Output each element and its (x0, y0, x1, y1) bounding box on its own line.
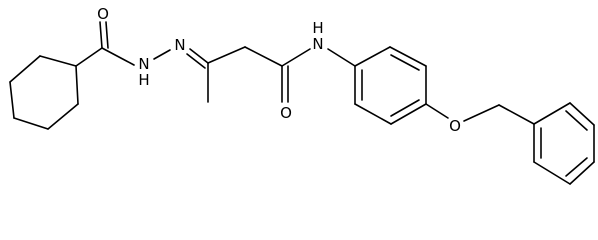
double-bond (105, 21, 109, 49)
atom-label-o: O (449, 117, 461, 135)
aromatic-inner-bond (565, 157, 588, 177)
bond (327, 48, 356, 67)
bond (9, 81, 15, 119)
bond (153, 49, 171, 60)
bond (101, 47, 135, 66)
atom-label-o: O (97, 5, 109, 23)
atom-label-n: N (312, 35, 323, 53)
bond (207, 46, 246, 64)
bond (533, 161, 571, 185)
bond (569, 161, 595, 185)
bond (13, 117, 49, 130)
cyclohexane-ring (9, 55, 79, 130)
atom-label-h: H (138, 71, 149, 89)
bond (389, 46, 427, 67)
bond (354, 103, 392, 125)
bond (390, 103, 427, 125)
double-bond (189, 48, 209, 64)
bond (533, 102, 571, 125)
bond (39, 55, 77, 67)
bond (75, 65, 79, 105)
bond (75, 47, 103, 67)
bond (463, 104, 500, 122)
bond (9, 55, 41, 83)
bond (569, 102, 595, 126)
atom-label-n: N (138, 55, 149, 73)
aromatic-inner-bond (390, 54, 420, 71)
chemical-structure: O N H N O N H O (9, 5, 595, 185)
bond (498, 104, 535, 125)
aromatic-inner-bond (390, 99, 420, 117)
bond (47, 103, 79, 130)
atom-label-o: O (280, 104, 292, 122)
benzene-ring-para (354, 46, 427, 125)
double-bond (99, 21, 103, 49)
bond (354, 46, 391, 67)
double-bond (186, 53, 206, 69)
bond (244, 46, 283, 67)
aromatic-inner-bond (565, 110, 588, 131)
atom-label-n: N (174, 36, 185, 54)
bond (281, 48, 311, 67)
atom-label-h: H (312, 19, 323, 37)
phenyl-ring (533, 102, 595, 185)
bond (425, 103, 449, 119)
